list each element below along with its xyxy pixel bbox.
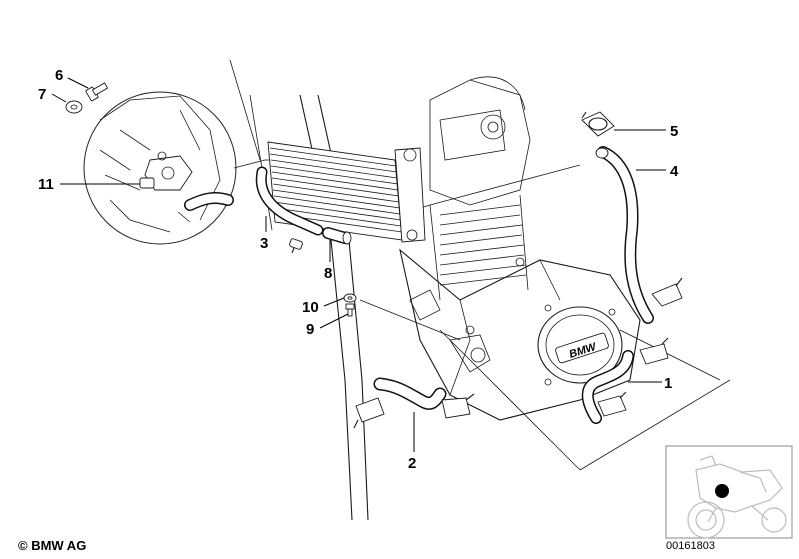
- callout-numbers: 6 7 11 3 8 10 9 5 4 1 2: [38, 67, 679, 472]
- bmw-emblem-plate: [555, 332, 609, 364]
- part-9-screw: [345, 303, 355, 317]
- callout-8: 8: [324, 265, 332, 282]
- copyright-text: © BMW AG: [18, 538, 87, 553]
- part-3-hose: [255, 166, 324, 254]
- callout-2: 2: [408, 455, 416, 472]
- callout-11: 11: [38, 176, 54, 193]
- part-6-bolt: [85, 82, 109, 102]
- radiator: [267, 141, 426, 243]
- part-8-connector: [322, 227, 352, 245]
- part-2-hose: [353, 377, 475, 429]
- locator-marker: [715, 484, 729, 498]
- callout-3: 3: [260, 235, 268, 252]
- engine-block: BMW: [229, 59, 731, 521]
- callout-5: 5: [670, 123, 678, 140]
- part-5-clamp: [581, 111, 615, 137]
- callout-1: 1: [664, 375, 672, 392]
- leader-lines: [51, 77, 666, 452]
- callout-6: 6: [55, 67, 63, 84]
- part-4-hose: [595, 146, 683, 324]
- locator-thumbnail: [665, 445, 793, 539]
- part-1-hose: [581, 337, 669, 424]
- callout-4: 4: [670, 163, 679, 180]
- part-7-washer: [65, 100, 83, 114]
- detail-inset: [83, 91, 270, 245]
- callout-10: 10: [302, 299, 319, 316]
- part-10-washer: [343, 293, 357, 303]
- callout-9: 9: [306, 321, 314, 338]
- document-number: 00161803: [666, 540, 715, 552]
- callout-7: 7: [38, 86, 46, 103]
